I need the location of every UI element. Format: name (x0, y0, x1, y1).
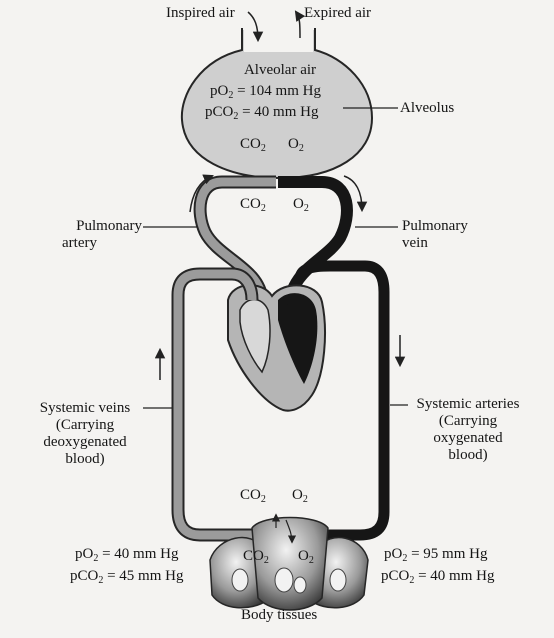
capillary-co2: CO2 (240, 196, 266, 214)
tissue-right-po2: pO2 = 95 mm Hg (384, 546, 488, 564)
alveolus-label: Alveolus (400, 100, 455, 116)
pulmonary-vein-label: Pulmonary vein (402, 218, 468, 251)
alveolus-co2-top: CO2 (240, 136, 266, 154)
alveolar-po2: pO2 = 104 mm Hg (210, 83, 321, 101)
tissue-o2-inside: O2 (298, 548, 314, 566)
pulmonary-vein-vessel (278, 176, 353, 313)
expired-arrow (294, 10, 306, 39)
inspired-air-label: Inspired air (166, 5, 235, 21)
tissue-o2-top: O2 (292, 487, 308, 505)
tissue-co2-inside: CO2 (243, 548, 269, 566)
capillary-o2: O2 (293, 196, 309, 214)
tissue-left-pco2: pCO2 = 45 mm Hg (70, 568, 184, 586)
systemic-arteries-label: Systemic arteries (Carrying oxygenated b… (416, 396, 520, 463)
tissue-left-po2: pO2 = 40 mm Hg (75, 546, 179, 564)
tissue-right-pco2: pCO2 = 40 mm Hg (381, 568, 495, 586)
pulmonary-artery-label: Pulmonary artery (62, 218, 142, 251)
systemic-veins-label: Systemic veins (Carrying deoxygenated bl… (39, 400, 131, 467)
systemic-arteries-vessel (285, 260, 390, 541)
alveolar-pco2: pCO2 = 40 mm Hg (205, 104, 319, 122)
inspired-arrow (247, 11, 264, 43)
tissue-co2-top: CO2 (240, 487, 266, 505)
alveolar-air-title: Alveolar air (243, 62, 317, 78)
expired-air-label: Expired air (304, 5, 372, 21)
pulmonary-up-arrow (189, 174, 214, 213)
alveolus-o2-top: O2 (288, 136, 304, 154)
pulmonary-down-arrow (343, 175, 368, 213)
body-tissues-label: Body tissues (241, 607, 318, 623)
